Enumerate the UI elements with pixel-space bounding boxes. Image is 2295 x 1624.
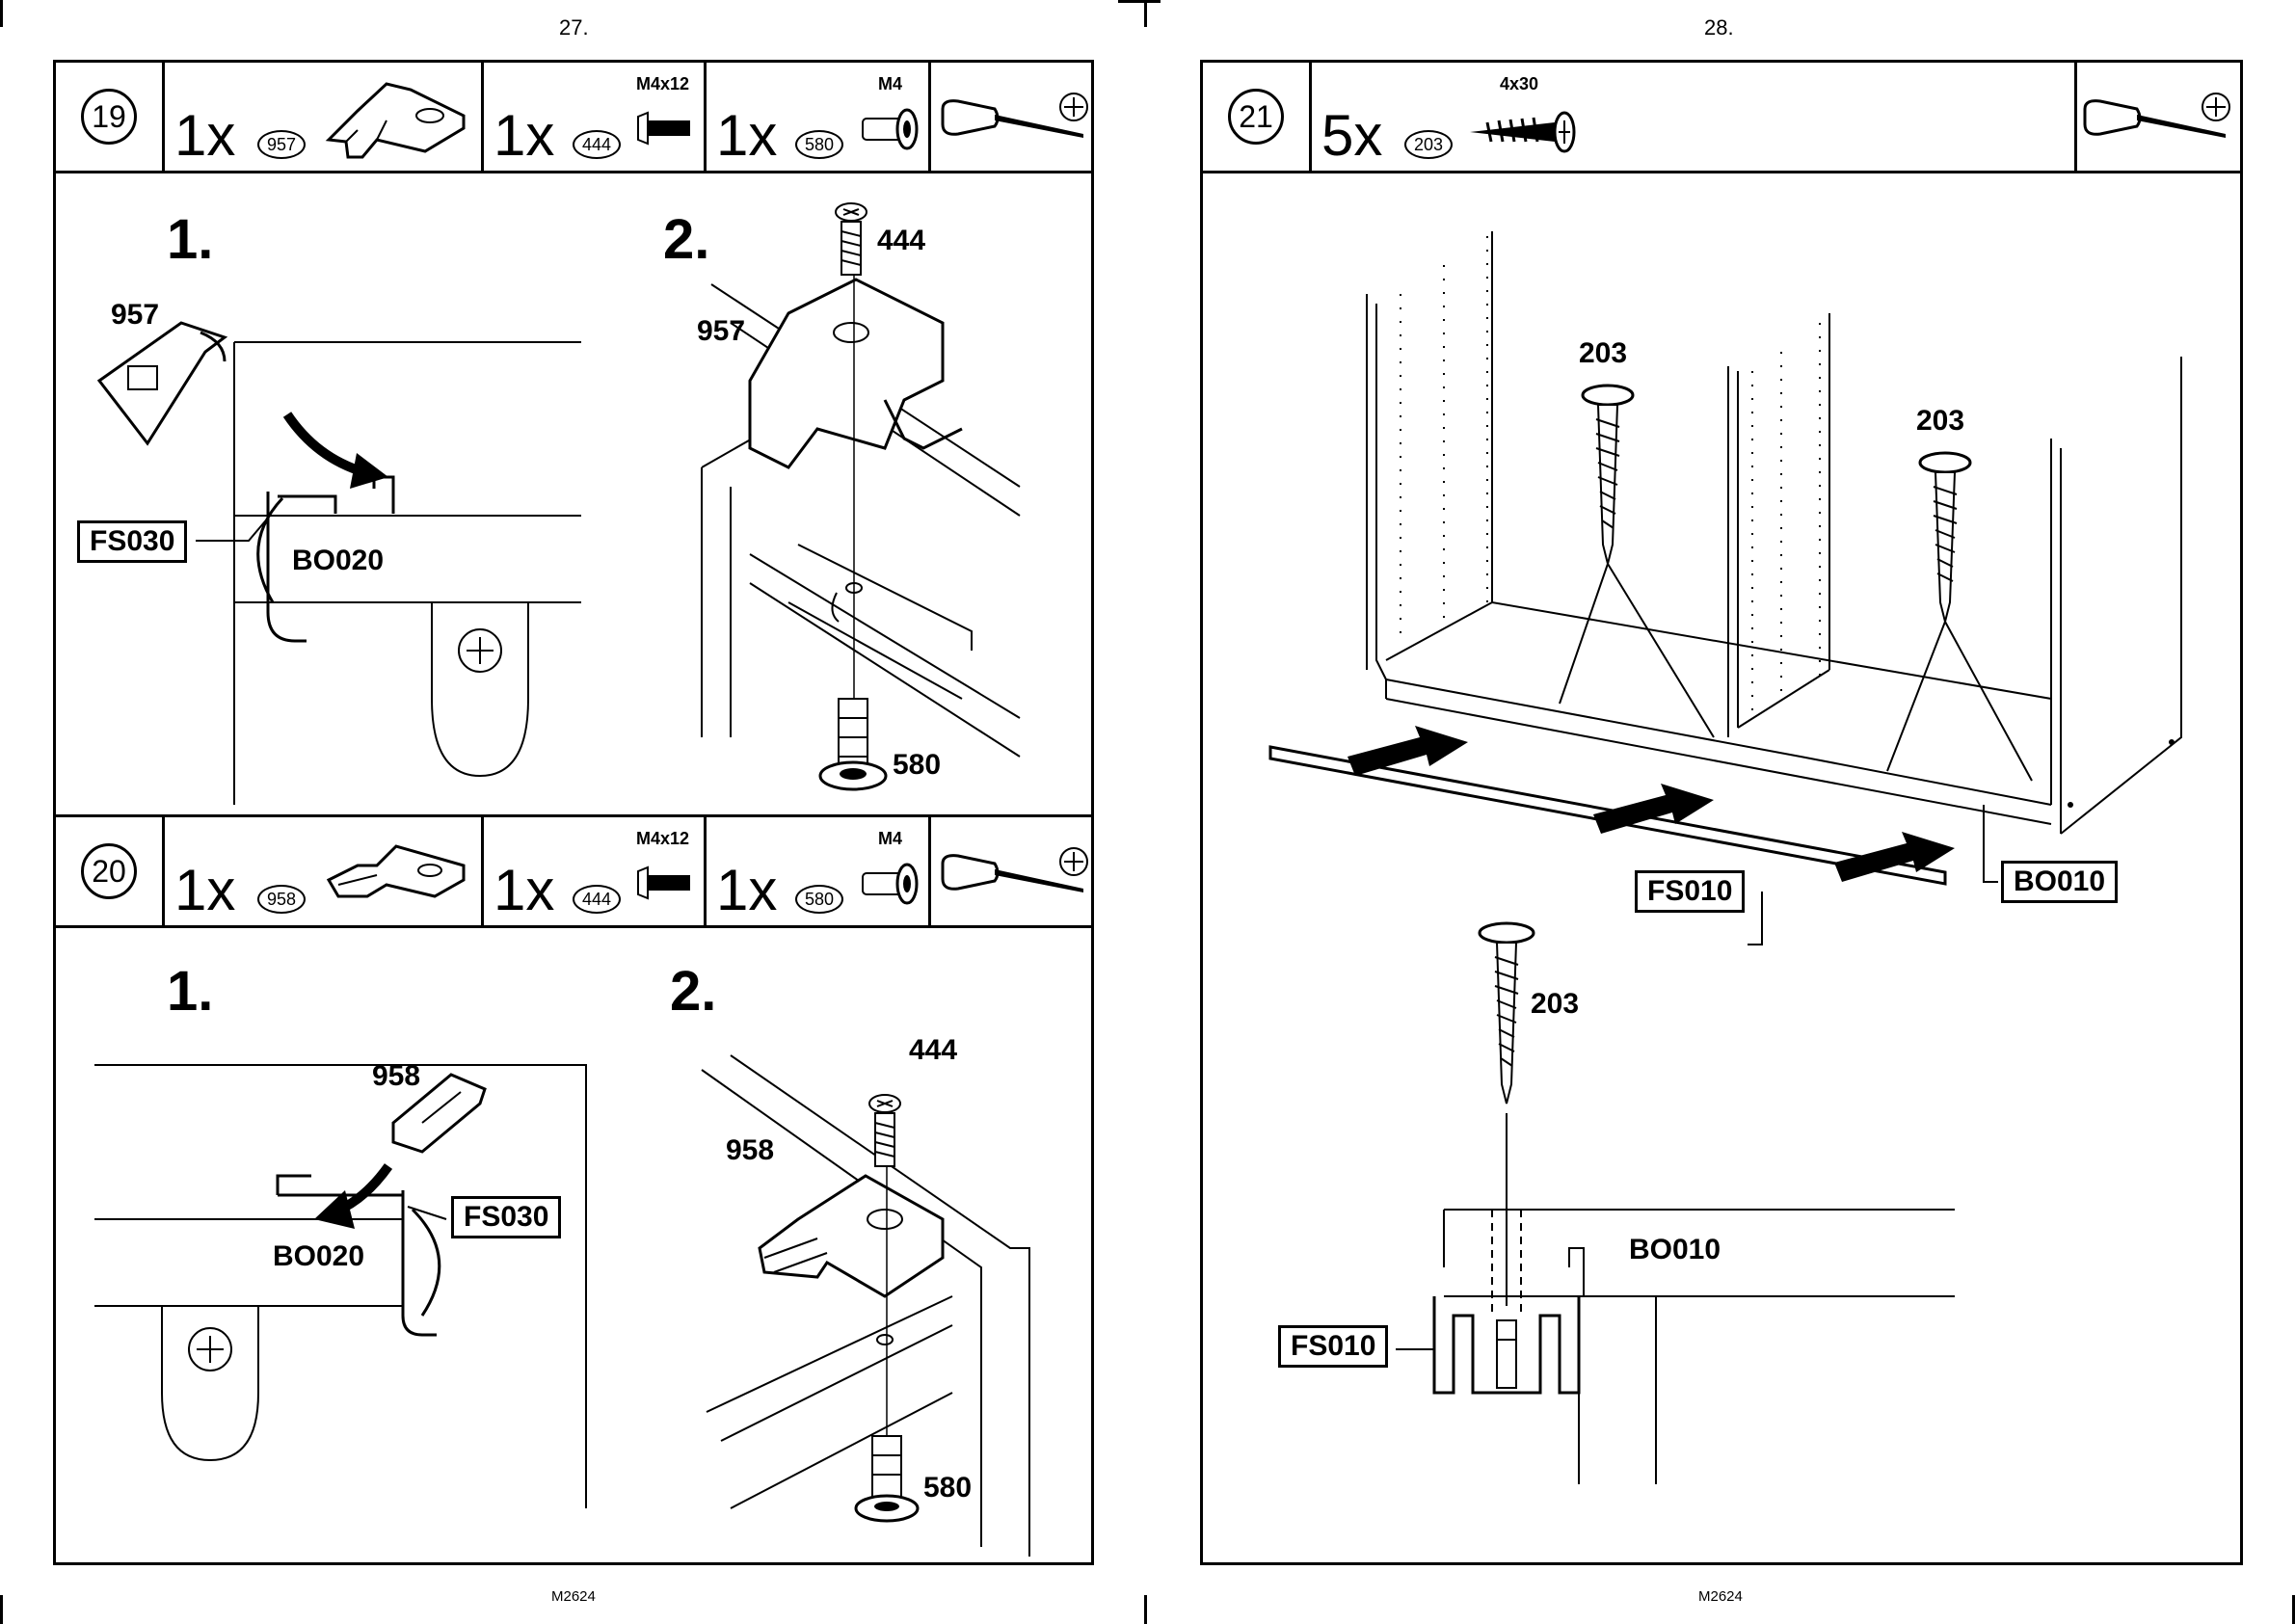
- fs030-label: FS030: [451, 1196, 561, 1238]
- part-cell-580: 1x 580 M4: [707, 817, 931, 925]
- connector-580-part: [856, 1436, 918, 1521]
- screw-label-203: 203: [1579, 337, 1627, 370]
- part-label-444: 444: [909, 1034, 957, 1067]
- part-label-957: 957: [111, 299, 159, 332]
- part-label-958: 958: [372, 1060, 420, 1093]
- bracket-957-part: [750, 280, 962, 467]
- crop-mark: [1144, 1595, 1147, 1624]
- part-label-580: 580: [893, 749, 941, 782]
- screw-444-part: [836, 203, 867, 275]
- screw-203-part: [1920, 453, 1970, 622]
- bracket-958-part: [760, 1176, 943, 1296]
- crop-mark: [0, 0, 3, 27]
- part-label-580: 580: [923, 1472, 972, 1504]
- part-cell-958: 1x 958: [165, 817, 484, 925]
- part-code: 444: [573, 885, 621, 914]
- bracket-957-part: [99, 323, 225, 443]
- part-qty: 1x: [494, 862, 554, 919]
- footer-code-left: M2624: [551, 1588, 596, 1605]
- part-qty: 1x: [174, 862, 235, 919]
- screwdriver-icon: [939, 846, 1093, 904]
- screw-203-part: [1480, 923, 1534, 1104]
- page-number-left: 27.: [559, 15, 589, 40]
- screw-label-203: 203: [1916, 405, 1964, 438]
- part-code: 958: [257, 885, 306, 914]
- fs010-label: FS010: [1278, 1325, 1388, 1368]
- part-label-958: 958: [726, 1134, 774, 1167]
- step-20-illustration: [56, 930, 1091, 1566]
- left-page-frame: 19 1x 957 1x 444 M4x12 1x 580 M4: [53, 60, 1094, 1565]
- bo020-label: BO020: [292, 545, 384, 577]
- right-page-frame: 21 5x 203 4x30: [1200, 60, 2243, 1565]
- part-size: M4: [878, 829, 902, 849]
- fs010-label: FS010: [1635, 870, 1745, 913]
- bracket-958-icon: [319, 837, 473, 914]
- screw-444-part: [869, 1095, 900, 1166]
- step-19-illustration: [56, 63, 1091, 814]
- footer-code-right: M2624: [1698, 1588, 1743, 1605]
- crop-mark: [0, 1595, 3, 1624]
- part-cell-444: 1x 444 M4x12: [484, 817, 707, 925]
- tool-cell: [931, 817, 1091, 925]
- screw-label-203: 203: [1531, 988, 1579, 1021]
- connector-580-icon: [859, 860, 926, 908]
- part-label-444: 444: [877, 225, 925, 257]
- bo020-label: BO020: [273, 1240, 364, 1273]
- part-size: M4x12: [636, 829, 689, 849]
- screw-444-icon: [636, 864, 694, 902]
- crop-mark: [1144, 0, 1147, 27]
- step-number-badge: 20: [81, 843, 137, 899]
- part-label-957: 957: [697, 315, 745, 348]
- screw-203-part: [1583, 386, 1633, 564]
- crop-mark: [1118, 0, 1161, 3]
- connector-580-part: [820, 699, 886, 789]
- page-number-right: 28.: [1704, 15, 1734, 40]
- bo010-label: BO010: [2001, 861, 2118, 903]
- part-qty: 1x: [716, 862, 777, 919]
- step-20-header: 20 1x 958 1x 444 M4x12 1x 580 M4: [56, 814, 1091, 928]
- part-code: 580: [795, 885, 843, 914]
- step-20-number-cell: 20: [56, 817, 165, 925]
- fs030-label: FS030: [77, 520, 187, 563]
- bo010-label: BO010: [1629, 1234, 1721, 1266]
